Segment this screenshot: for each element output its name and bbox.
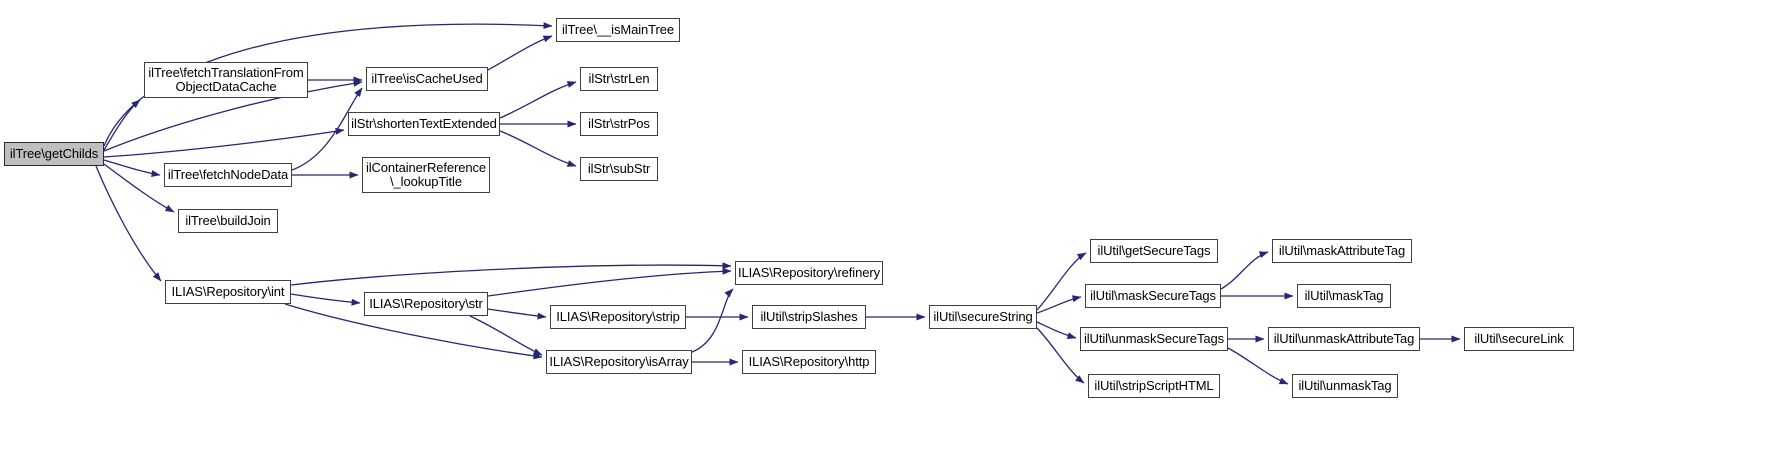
node-strLen[interactable]: ilStr\strLen	[580, 67, 658, 91]
node-unmaskAttributeTag[interactable]: ilUtil\unmaskAttributeTag	[1268, 327, 1420, 351]
node-getSecureTags[interactable]: ilUtil\getSecureTags	[1090, 239, 1218, 263]
node-fetchNodeData[interactable]: ilTree\fetchNodeData	[164, 163, 292, 187]
node-refinery[interactable]: ILIAS\Repository\refinery	[735, 261, 883, 285]
node-label-strPos: ilStr\strPos	[588, 116, 650, 131]
node-label-fetchTranslation: ilTree\fetchTranslationFrom ObjectDataCa…	[148, 65, 304, 94]
node-label-refinery: ILIAS\Repository\refinery	[737, 265, 880, 280]
node-label-getChilds: ilTree\getChilds	[9, 146, 99, 161]
node-label-lookupTitle: ilContainerReference \_lookupTitle	[365, 160, 487, 189]
node-label-isMainTree: ilTree\__isMainTree	[561, 22, 674, 37]
node-label-secureString: ilUtil\secureString	[933, 309, 1033, 324]
node-unmaskSecureTags[interactable]: ilUtil\unmaskSecureTags	[1080, 327, 1228, 351]
node-label-unmaskAttributeTag: ilUtil\unmaskAttributeTag	[1273, 331, 1415, 346]
node-getChilds[interactable]: ilTree\getChilds	[4, 142, 104, 166]
node-label-maskTag: ilUtil\maskTag	[1304, 288, 1384, 303]
node-label-fetchNodeData: ilTree\fetchNodeData	[167, 167, 289, 182]
node-label-isArray: ILIAS\Repository\isArray	[549, 354, 689, 369]
node-repoInt[interactable]: ILIAS\Repository\int	[165, 280, 291, 304]
node-label-strip: ILIAS\Repository\strip	[556, 309, 680, 324]
node-label-unmaskTag: ilUtil\unmaskTag	[1298, 378, 1392, 393]
node-repoStr[interactable]: ILIAS\Repository\str	[364, 292, 488, 316]
node-label-getSecureTags: ilUtil\getSecureTags	[1097, 243, 1211, 258]
node-label-strLen: ilStr\strLen	[588, 71, 650, 86]
node-unmaskTag[interactable]: ilUtil\unmaskTag	[1292, 374, 1398, 398]
node-label-maskAttributeTag: ilUtil\maskAttributeTag	[1278, 243, 1406, 258]
node-shortenText[interactable]: ilStr\shortenTextExtended	[348, 112, 500, 136]
node-isArray[interactable]: ILIAS\Repository\isArray	[546, 350, 692, 374]
node-label-buildJoin: ilTree\buildJoin	[185, 213, 271, 228]
node-strip[interactable]: ILIAS\Repository\strip	[550, 305, 686, 329]
node-strPos[interactable]: ilStr\strPos	[580, 112, 658, 136]
node-fetchTranslation[interactable]: ilTree\fetchTranslationFrom ObjectDataCa…	[144, 62, 308, 98]
node-secureString[interactable]: ilUtil\secureString	[929, 305, 1037, 329]
node-maskAttributeTag[interactable]: ilUtil\maskAttributeTag	[1272, 239, 1412, 263]
node-isMainTree[interactable]: ilTree\__isMainTree	[556, 18, 680, 42]
node-label-subStr: ilStr\subStr	[587, 161, 651, 176]
node-lookupTitle[interactable]: ilContainerReference \_lookupTitle	[362, 157, 490, 193]
node-label-repoStr: ILIAS\Repository\str	[369, 296, 483, 311]
node-stripScriptHTML[interactable]: ilUtil\stripScriptHTML	[1088, 374, 1220, 398]
node-label-unmaskSecureTags: ilUtil\unmaskSecureTags	[1083, 331, 1225, 346]
node-isCacheUsed[interactable]: ilTree\isCacheUsed	[366, 67, 488, 91]
node-label-stripSlashes: ilUtil\stripSlashes	[760, 309, 858, 324]
node-http[interactable]: ILIAS\Repository\http	[742, 350, 876, 374]
node-label-http: ILIAS\Repository\http	[748, 354, 870, 369]
node-maskSecureTags[interactable]: ilUtil\maskSecureTags	[1085, 284, 1221, 308]
node-buildJoin[interactable]: ilTree\buildJoin	[178, 209, 278, 233]
node-label-shortenText: ilStr\shortenTextExtended	[351, 116, 497, 131]
node-label-stripScriptHTML: ilUtil\stripScriptHTML	[1094, 378, 1214, 393]
node-maskTag[interactable]: ilUtil\maskTag	[1297, 284, 1391, 308]
node-label-isCacheUsed: ilTree\isCacheUsed	[371, 71, 483, 86]
node-stripSlashes[interactable]: ilUtil\stripSlashes	[752, 305, 866, 329]
node-secureLink[interactable]: ilUtil\secureLink	[1464, 327, 1574, 351]
node-label-secureLink: ilUtil\secureLink	[1474, 331, 1564, 346]
node-label-maskSecureTags: ilUtil\maskSecureTags	[1090, 288, 1216, 303]
node-label-repoInt: ILIAS\Repository\int	[171, 284, 285, 299]
node-subStr[interactable]: ilStr\subStr	[580, 157, 658, 181]
